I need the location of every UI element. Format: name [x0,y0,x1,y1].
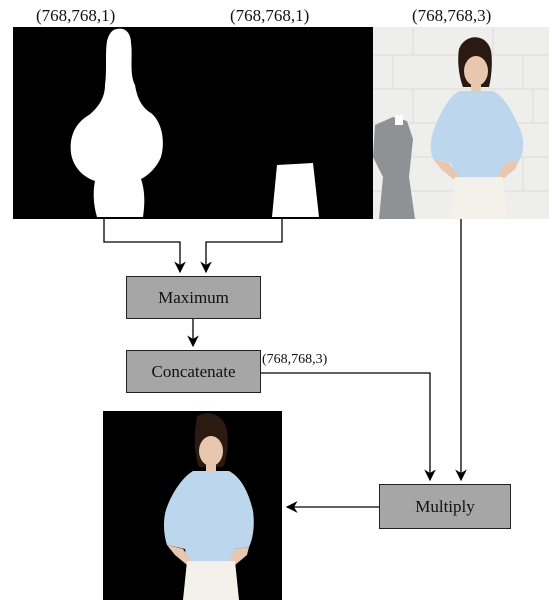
maximum-label: Maximum [158,287,229,307]
output-skirt [183,561,239,600]
person-mask-shape [70,28,163,218]
multiply-label: Multiply [415,496,475,516]
output-photo-panel [103,411,282,600]
concatenate-node: Concatenate [126,350,261,393]
arrow-mask-b-to-maximum [200,219,283,274]
skirt [451,177,507,219]
output-photo [164,413,254,600]
mask-panel [13,27,373,219]
output-arm-left [167,545,193,565]
shirt [430,91,524,177]
multiply-node: Multiply [379,484,511,529]
mask-b-shape-label: (768,768,1) [230,6,310,25]
mask-a-shape-label: (768,768,1) [36,6,116,25]
arrow-concatenate-to-multiply [261,372,436,482]
output-arm-right [229,547,249,565]
input-photo-panel [373,27,549,219]
hanging-clothes [373,117,415,219]
skirt-mask-shape [272,163,319,217]
arm-right [497,161,519,179]
input-photo [373,27,549,219]
concat-output-shape-label: (768,768,3) [262,352,328,367]
maximum-node: Maximum [126,276,261,319]
image-shape-label: (768,768,3) [412,6,492,25]
arm-left [433,159,459,179]
output-shirt [164,471,254,561]
mask-shapes [70,28,319,218]
arrow-mask-a-to-maximum [103,219,186,274]
concatenate-label: Concatenate [151,361,236,381]
